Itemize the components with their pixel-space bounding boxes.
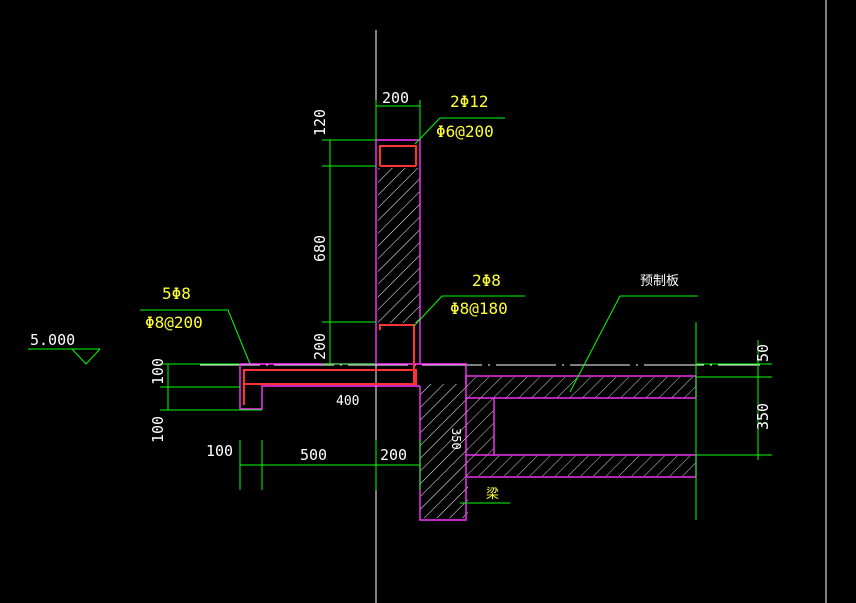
dimension-lines [160, 100, 772, 520]
elevation-marker [28, 348, 101, 365]
dim-right-50: 50 [754, 344, 772, 362]
dim-400: 400 [336, 394, 359, 409]
label-beam: 梁 [486, 487, 499, 502]
dim-100-lower: 100 [149, 416, 167, 443]
beam-web-hatch [466, 398, 494, 456]
label-wall-mid-stirrup: Φ8@180 [450, 299, 508, 318]
label-wall-top-stirrup: Φ6@200 [436, 122, 494, 141]
dim-200-horizontal: 200 [380, 446, 407, 464]
label-eave-distribution: Φ8@200 [145, 313, 203, 332]
dim-120: 120 [311, 109, 329, 136]
dim-200-vertical: 200 [311, 333, 329, 360]
elevation-text: 5.000 [30, 331, 75, 349]
dim-100-horizontal: 100 [206, 442, 233, 460]
dim-500: 500 [300, 446, 327, 464]
label-wall-top-rebar: 2Φ12 [450, 92, 489, 111]
dim-beam-350: 350 [449, 428, 463, 450]
crosshair-lines [200, 0, 827, 603]
dim-top-width: 200 [382, 89, 409, 107]
label-wall-mid-rebar: 2Φ8 [472, 271, 501, 290]
dim-right-350: 350 [754, 403, 772, 430]
hatched-wall-section [378, 168, 420, 323]
slab-bottom-band [466, 456, 696, 476]
hatched-pier-section [420, 384, 468, 518]
slab-top-band [466, 377, 696, 398]
leader-lines [140, 117, 698, 393]
label-precast-slab: 预制板 [640, 274, 679, 289]
dim-680: 680 [311, 235, 329, 262]
label-eave-rebar: 5Φ8 [162, 284, 191, 303]
rebar-lines [243, 145, 417, 405]
dim-100-upper: 100 [149, 358, 167, 385]
